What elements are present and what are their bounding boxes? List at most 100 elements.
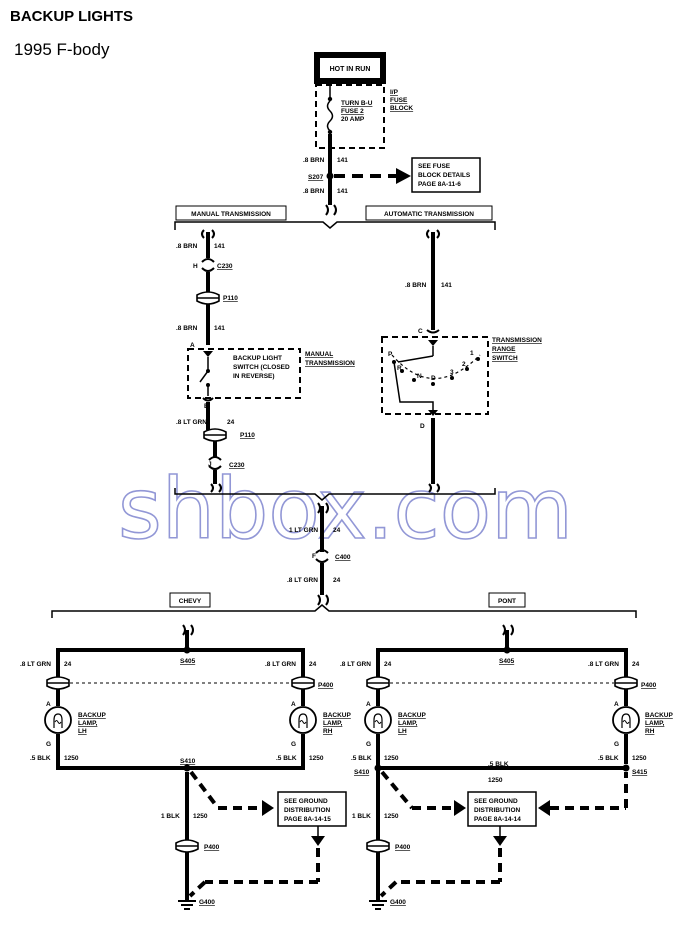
- range-2-label: 2: [462, 361, 466, 368]
- fuse-label-3: 20 AMP: [341, 116, 365, 123]
- manual-trans-label-1: MANUAL: [305, 351, 333, 358]
- range-n-label: N: [417, 373, 422, 380]
- pont-p400-label-b: P400: [395, 844, 411, 851]
- wire-label-8brn-5: .8 BRN: [405, 282, 427, 289]
- backup-switch-outline: [187, 348, 301, 399]
- chevy-pin-g-rh: G: [291, 741, 296, 748]
- circuit-label-141-5: 141: [441, 282, 452, 289]
- pont-see-ground-3: PAGE 8A-14-14: [474, 816, 521, 823]
- pont-section: S405 .8 LT GRN 24 .8 LT GRN 24 P400 A A …: [340, 624, 673, 910]
- range-r-label: R: [397, 365, 402, 372]
- fuse-label-1: TURN B-U: [341, 100, 373, 107]
- chevy-lamp-lh-label-2: LAMP,: [78, 720, 98, 727]
- chevy-lamp-lh-label-3: LH: [78, 728, 87, 735]
- transmission-range-switch-outline: [381, 336, 489, 415]
- trans-range-label-2: RANGE: [492, 346, 516, 353]
- chevy-ground-wire: [56, 734, 305, 770]
- chevy-circuit-1250-c: 1250: [193, 813, 208, 820]
- watermark: shbox.com: [118, 460, 573, 558]
- see-fuse-box: [411, 157, 481, 193]
- backup-switch-label-2: SWITCH (CLOSED: [233, 364, 290, 371]
- wire-label-1ltgrn: 1 LT GRN: [289, 527, 318, 534]
- chevy-lamp-lh-icon: [44, 706, 72, 734]
- pont-see-ground-2: DISTRIBUTION: [474, 807, 521, 814]
- chevy-circuit-1250-rh: 1250: [309, 755, 324, 762]
- fuse-block-label-1: I/P: [390, 89, 399, 96]
- pont-lamp-lh-label-1: BACKUP: [398, 712, 426, 719]
- hot-in-run-label: HOT IN RUN: [330, 66, 371, 73]
- chevy-pin-g-lh: G: [46, 741, 51, 748]
- chevy-circuit-label-lh: 24: [64, 661, 72, 668]
- range-3-label: 3: [450, 369, 454, 376]
- pin-j-label: J: [208, 461, 212, 468]
- pont-s410-label: S410: [354, 769, 370, 776]
- pont-lamp-lh-icon: [364, 706, 392, 734]
- wire-label-8ltgrn-1: .8 LT GRN: [176, 419, 207, 426]
- pont-s405-label: S405: [499, 658, 515, 665]
- chevy-wire-5blk-lh: .5 BLK: [30, 755, 51, 762]
- trans-range-label-3: SWITCH: [492, 355, 518, 362]
- pont-label: PONT: [498, 598, 516, 605]
- pont-lamp-lh-label-3: LH: [398, 728, 407, 735]
- chevy-s410-label: S410: [180, 758, 196, 765]
- chevy-circuit-label-rh: 24: [309, 661, 317, 668]
- automatic-transmission-label: AUTOMATIC TRANSMISSION: [384, 211, 474, 218]
- chevy-pin-a-rh: A: [291, 701, 296, 708]
- pont-lamp-rh-label-2: LAMP,: [645, 720, 665, 727]
- p110-label-b: P110: [240, 432, 255, 439]
- pont-wire-5blk-mid: .5 BLK: [488, 761, 509, 768]
- see-fuse-label-2: BLOCK DETAILS: [418, 172, 471, 179]
- pont-wire-5blk-lh: .5 BLK: [351, 755, 372, 762]
- circuit-label-24-3: 24: [333, 577, 341, 584]
- pont-pin-g-lh: G: [366, 741, 371, 748]
- fuse-block-label-2: FUSE: [390, 97, 408, 104]
- pin-a-label: A: [190, 342, 195, 349]
- wire-label-8brn-2: .8 BRN: [303, 188, 325, 195]
- chevy-g400-label: G400: [199, 899, 215, 906]
- range-d-label: D: [431, 375, 436, 382]
- pont-wire-label-rh: .8 LT GRN: [588, 661, 619, 668]
- chevy-wire-label-lh: .8 LT GRN: [20, 661, 51, 668]
- pont-lamp-rh-label-1: BACKUP: [645, 712, 673, 719]
- chevy-section: S405 .8 LT GRN 24 .8 LT GRN 24 P400 A A …: [20, 624, 351, 910]
- pont-circuit-1250-mid: 1250: [488, 777, 503, 784]
- pont-lamp-lh-label-2: LAMP,: [398, 720, 418, 727]
- c230-label-b: C230: [229, 462, 245, 469]
- pont-pin-a-rh: A: [614, 701, 619, 708]
- pin-d-label: D: [420, 423, 425, 430]
- pont-wire-5blk-rh: .5 BLK: [598, 755, 619, 762]
- pont-p400-label: P400: [641, 682, 657, 689]
- connector-c230-a: [201, 258, 215, 272]
- pont-lamp-rh-label-3: RH: [645, 728, 655, 735]
- pont-circuit-1250-c: 1250: [384, 813, 399, 820]
- pont-circuit-1250-rh: 1250: [632, 755, 647, 762]
- pont-pin-a-lh: A: [366, 701, 371, 708]
- wire-label-8brn-3: .8 BRN: [176, 243, 198, 250]
- manual-trans-label-2: TRANSMISSION: [305, 360, 355, 367]
- range-1-label: 1: [470, 350, 474, 357]
- pont-g400-label: G400: [390, 899, 406, 906]
- pont-see-ground-1: SEE GROUND: [474, 798, 518, 805]
- connector-c230-b: [208, 456, 222, 470]
- chevy-lamp-rh-label-1: BACKUP: [323, 712, 351, 719]
- wire-label-8ltgrn-2: .8 LT GRN: [287, 577, 318, 584]
- circuit-label-141-3: 141: [214, 243, 225, 250]
- chevy-lamp-rh-icon: [289, 706, 317, 734]
- backup-switch-label-1: BACKUP LIGHT: [233, 355, 282, 362]
- diagram-subtitle: 1995 F-body: [14, 40, 110, 59]
- c400-label: C400: [335, 554, 351, 561]
- pont-wire-label-lh: .8 LT GRN: [340, 661, 371, 668]
- pont-see-ground-box: [467, 791, 537, 827]
- chevy-s405-label: S405: [180, 658, 196, 665]
- chevy-p400-label: P400: [318, 682, 334, 689]
- c230-label-a: C230: [217, 263, 233, 270]
- s207-label: S207: [308, 174, 324, 181]
- pont-feed-wire: [376, 648, 628, 677]
- option-split-bracket: [174, 221, 496, 230]
- pont-circuit-label-lh: 24: [384, 661, 392, 668]
- pont-s415-label: S415: [632, 769, 648, 776]
- manual-transmission-label: MANUAL TRANSMISSION: [191, 211, 271, 218]
- option-merge-bracket: [174, 488, 496, 501]
- chevy-see-ground-box: [277, 791, 347, 827]
